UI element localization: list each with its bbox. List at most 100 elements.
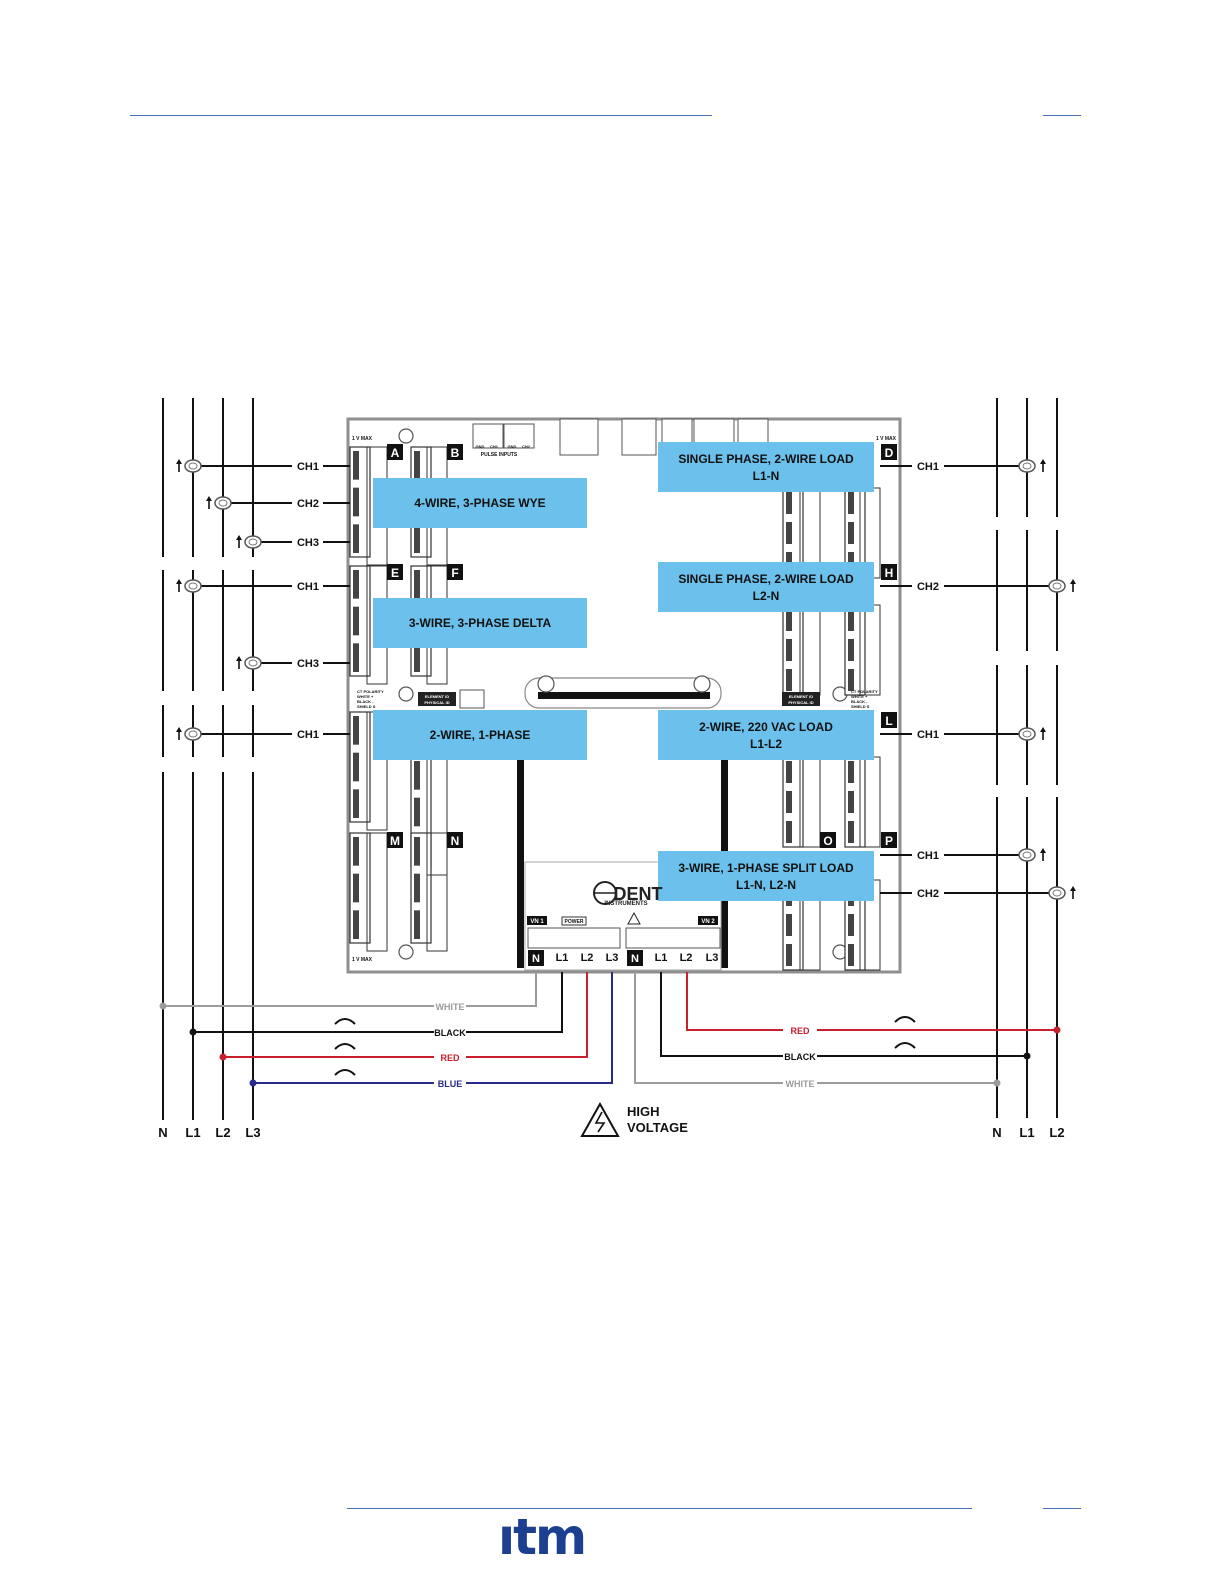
vn1-label: VN 1 [530, 919, 544, 925]
channel-label-right: CH1 [917, 850, 939, 862]
ct-sensor-icon [1018, 727, 1036, 741]
voltage-terminal-block [625, 927, 721, 949]
terminal-pin [848, 492, 854, 514]
port-letter: M [390, 834, 400, 848]
voltage-terminal-label: L2 [581, 952, 594, 964]
current-direction-arrow-head [236, 535, 242, 540]
ct-sensor-icon [184, 579, 202, 593]
vn2-label: VN 2 [701, 919, 715, 925]
current-direction-arrow-head [1070, 579, 1076, 584]
mounting-hole [398, 686, 414, 702]
ct-sensor-icon-inner [1052, 889, 1062, 897]
wire-crossover [894, 1042, 916, 1049]
config-label-box [373, 710, 587, 760]
voltage-terminal-label: L3 [706, 952, 719, 964]
terminal-pin [414, 797, 420, 827]
wire-label-left: RED [440, 1053, 460, 1063]
ct-sensor-icon-inner [1052, 582, 1062, 590]
terminal-pin [848, 669, 854, 691]
config-label-box [658, 851, 874, 901]
port-letter-box [447, 444, 463, 460]
itm-logo: ıtm [498, 1508, 587, 1566]
port-letter-box [881, 832, 897, 848]
power-tag [561, 916, 587, 926]
element-id-label: ELEMENT ID [425, 694, 449, 699]
port-letter: B [451, 446, 460, 460]
top-connector [559, 418, 599, 456]
roller [537, 675, 555, 693]
config-label-line1: 2-WIRE, 220 VAC LOAD [699, 720, 833, 734]
ct-shield-label: SHIELD S [357, 704, 376, 709]
wire-label-bg [434, 1077, 466, 1088]
port-letter: L [885, 714, 892, 728]
ct-black-label: BLACK - [851, 699, 868, 704]
wire-junction [159, 1002, 167, 1010]
ct-white-label: WHITE + [851, 694, 868, 699]
v-max-label: 1 V MAX [352, 436, 373, 442]
ct-sensor-icon [184, 459, 202, 473]
ct-polarity-label: CT POLARITY [851, 689, 878, 694]
voltage-wire-left [163, 972, 537, 1007]
config-label-box [658, 710, 874, 760]
current-direction-arrow-head [176, 459, 182, 464]
terminal-pin [353, 606, 359, 636]
terminal-housing [426, 832, 448, 952]
config-label-box [658, 562, 874, 612]
top-connector [472, 423, 504, 449]
port-letter-box [881, 712, 897, 728]
bus-label-right: N [992, 1125, 1001, 1140]
warning-line2: VOLTAGE [627, 1120, 688, 1135]
voltage-terminal-box [528, 950, 544, 966]
brand-subtext: INSTRUMENTS [604, 901, 647, 907]
ch1-small-label: CH1 [490, 444, 499, 449]
v-max-label: 1 V MAX [352, 957, 373, 963]
terminal-pin [353, 752, 359, 782]
port-letter: H [885, 566, 894, 580]
header-rule-right [1043, 115, 1081, 116]
terminal-pin [848, 609, 854, 631]
wire-junction [249, 1079, 257, 1087]
port-letter-box [881, 564, 897, 580]
wire-crossover [894, 1016, 916, 1023]
current-direction-arrow-head [1070, 886, 1076, 891]
lightning-bolt-icon [594, 1111, 606, 1133]
ct-sensor-icon-inner [188, 730, 198, 738]
channel-label-right: CH1 [917, 461, 939, 473]
terminal-pin [786, 761, 792, 783]
port-letter-box [820, 832, 836, 848]
brand-logo: DENT [614, 884, 663, 904]
bus-label-left: L1 [185, 1125, 200, 1140]
wire-junction [1053, 1026, 1061, 1034]
mounting-hole [398, 944, 414, 960]
ct-sensor-icon [1018, 848, 1036, 862]
terminal-pin [353, 716, 359, 745]
channel-label-left: CH1 [297, 729, 319, 741]
port-letter: D [885, 446, 894, 460]
config-label-line2: L1-N, L2-N [736, 878, 796, 892]
terminal-pin [353, 910, 359, 939]
terminal-pin [414, 873, 420, 903]
voltage-terminal-label: N [631, 953, 639, 965]
ct-sensor-icon [1048, 886, 1066, 900]
voltage-terminal-label: N [532, 953, 540, 965]
terminal-pin [848, 791, 854, 813]
ct-white-label: WHITE + [357, 694, 374, 699]
wire-junction [993, 1079, 1001, 1087]
wire-label-bg [434, 1026, 466, 1037]
port-letter: P [885, 834, 893, 848]
high-voltage-icon [580, 1101, 620, 1137]
voltage-wire-right [686, 972, 1057, 1031]
ct-sensor-icon-inner [188, 462, 198, 470]
gnd-label: GND [508, 444, 517, 449]
config-label-line1: SINGLE PHASE, 2-WIRE LOAD [678, 572, 854, 586]
ct-sensor-icon-inner [248, 659, 258, 667]
channel-label-right: CH1 [917, 729, 939, 741]
terminal-pin [353, 487, 359, 517]
port-letter-box [387, 564, 403, 580]
physical-id-label: PHYSICAL ID [788, 700, 813, 705]
current-direction-arrow-head [1040, 848, 1046, 853]
channel-label-left: CH1 [297, 581, 319, 593]
wire-crossover [334, 1069, 356, 1076]
ct-sensor-icon-inner [1022, 462, 1032, 470]
wire-crossover [334, 1043, 356, 1050]
